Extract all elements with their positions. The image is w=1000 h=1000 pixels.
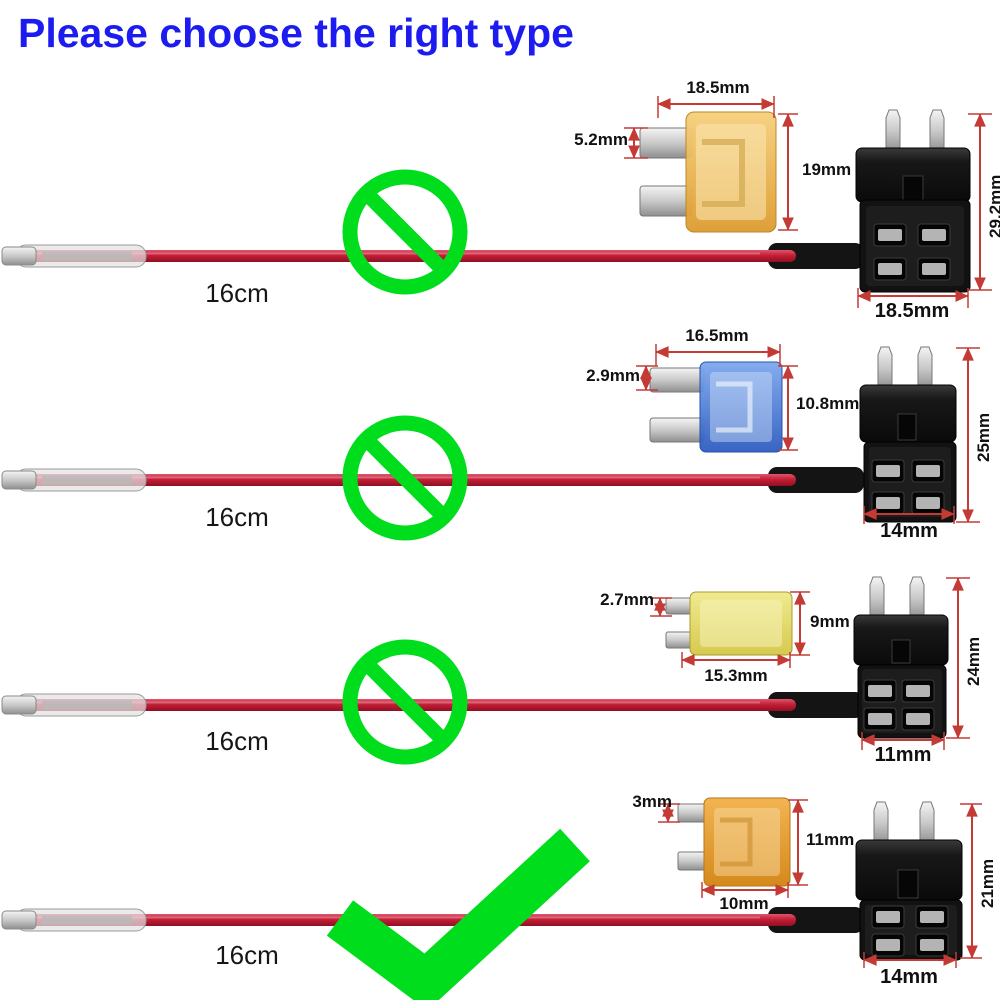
dim-holder-height-row2: 25mm bbox=[974, 412, 993, 462]
dim-holder-width-row2: 14mm bbox=[880, 520, 938, 542]
red-wire-row2 bbox=[2, 467, 864, 493]
dim-fuse-width-row1: 18.5mm bbox=[686, 78, 750, 97]
dim-fuse-height-row4: 11mm bbox=[806, 830, 855, 849]
dimension-arrows-row3 bbox=[650, 577, 970, 750]
wire-length-row1: 16cm bbox=[205, 278, 269, 308]
mini-fuse-holder-image bbox=[859, 346, 957, 523]
wire-length-row4: 16cm bbox=[215, 940, 279, 970]
dim-holder-width-row4: 14mm bbox=[880, 966, 938, 988]
micro2-holder-image bbox=[855, 801, 963, 961]
dim-blade-row4: 3mm bbox=[632, 792, 672, 811]
wire-length-row3: 16cm bbox=[205, 726, 269, 756]
dim-holder-width-row3: 11mm bbox=[874, 744, 932, 766]
mini-fuse-image bbox=[649, 361, 783, 453]
dimension-arrows-row1 bbox=[624, 96, 992, 308]
low-profile-fuse-image bbox=[665, 591, 793, 656]
dim-blade-row1: 5.2mm bbox=[574, 130, 628, 149]
dim-fuse-width-row3: 15.3mm bbox=[704, 666, 768, 685]
standard-fuse-holder-image bbox=[855, 109, 971, 293]
dim-holder-height-row4: 21mm bbox=[978, 858, 997, 908]
page-title: Please choose the right type bbox=[18, 10, 574, 56]
micro2-fuse-image bbox=[677, 797, 791, 887]
wire-length-row2: 16cm bbox=[205, 502, 269, 532]
standard-fuse-image bbox=[639, 111, 777, 233]
dim-fuse-width-row2: 16.5mm bbox=[685, 326, 749, 345]
low-profile-holder-image bbox=[853, 576, 949, 739]
dimension-arrows-row4 bbox=[658, 799, 982, 968]
dim-blade-row3: 2.7mm bbox=[600, 590, 654, 609]
dim-fuse-width-row4: 10mm bbox=[719, 894, 769, 913]
dim-fuse-height-row1: 19mm bbox=[802, 160, 852, 179]
red-wire-row3 bbox=[2, 692, 864, 718]
dim-fuse-height-row3: 9mm bbox=[810, 612, 850, 631]
dim-holder-height-row1: 29.2mm bbox=[986, 174, 1000, 238]
dim-blade-row2: 2.9mm bbox=[586, 366, 640, 385]
dim-fuse-height-row2: 10.8mm bbox=[796, 394, 860, 413]
prohibited-icon-row1 bbox=[350, 177, 460, 287]
checkmark-icon bbox=[326, 828, 590, 1000]
dim-holder-height-row3: 24mm bbox=[964, 636, 983, 686]
dimension-arrows-row2 bbox=[636, 344, 980, 524]
dim-holder-width-row1: 18.5mm bbox=[874, 300, 950, 322]
